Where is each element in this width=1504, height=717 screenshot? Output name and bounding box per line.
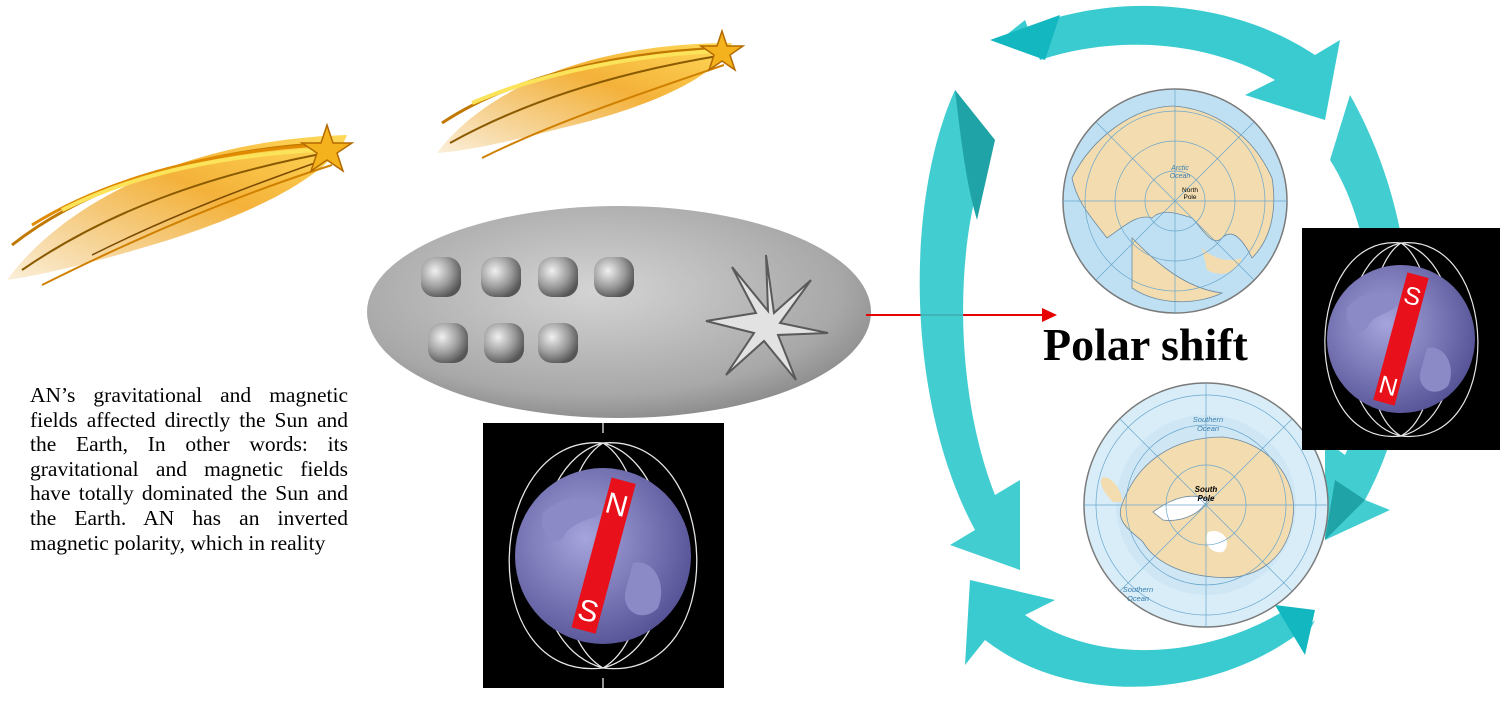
comet-image-top <box>432 3 752 163</box>
polar-shift-heading: Polar shift <box>1043 318 1248 371</box>
magnet-field-image-right: S N <box>1302 228 1500 450</box>
north-pole-map: Arctic Ocean North Pole <box>1062 88 1288 314</box>
southern-ocean-bottom-label-2: Ocean <box>1127 594 1149 603</box>
southern-ocean-bottom-label-1: Southern <box>1123 585 1153 594</box>
north-pole-label-2: Pole <box>1183 194 1196 201</box>
comet-image-left <box>2 95 372 295</box>
south-pole-label-1: South <box>1195 485 1218 494</box>
southern-ocean-top-label-2: Ocean <box>1197 424 1219 433</box>
southern-ocean-top-label-1: Southern <box>1193 415 1223 424</box>
magnet-field-image-center: N S <box>483 423 724 688</box>
arctic-ocean-label-2: Ocean <box>1170 173 1191 180</box>
south-pole-map: Southern Ocean South Pole Southern Ocean <box>1083 382 1329 628</box>
body-paragraph: AN’s gravitational and magnetic fields a… <box>30 383 348 717</box>
south-pole-label-2: Pole <box>1198 494 1215 503</box>
arctic-ocean-label-1: Arctic <box>1170 165 1189 172</box>
seal-tablet-image <box>366 205 872 420</box>
north-pole-label-1: North <box>1182 187 1198 194</box>
